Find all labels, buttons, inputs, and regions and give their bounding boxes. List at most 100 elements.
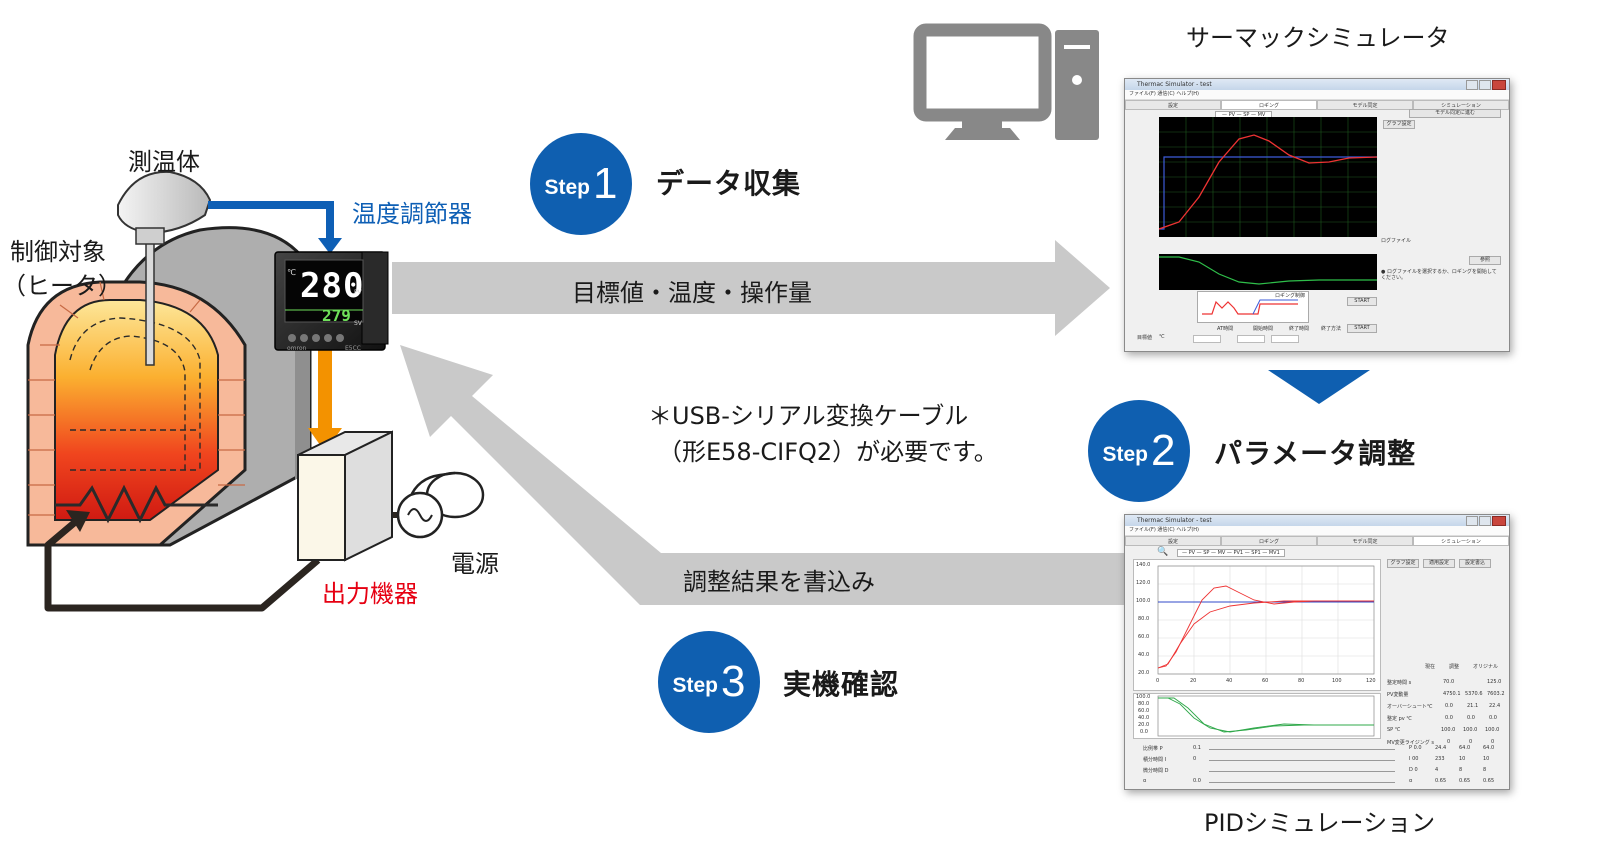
controller-label: 温度調節器: [352, 200, 472, 228]
field-end-method: 終了方法: [1321, 326, 1342, 332]
y-tick-3: 80.0: [1138, 616, 1150, 622]
furnace-chamber: [54, 299, 219, 521]
window2-title: Thermac Simulator - test: [1137, 517, 1212, 524]
window-menubar[interactable]: ファイル(F) 通信(C) ヘルプ(H): [1125, 90, 1509, 100]
x-tick-0: 0: [1156, 678, 1160, 684]
step3-title: 実機確認: [783, 668, 900, 701]
simulator-caption: サーマックシミュレータ: [1186, 24, 1450, 52]
start-time-input[interactable]: [1237, 335, 1265, 343]
zoom-icon[interactable]: 🔍: [1157, 547, 1169, 557]
temperature-controller: [274, 251, 389, 351]
y2-tick-5: 0.0: [1140, 729, 1148, 735]
logging-trend-chart: [1159, 117, 1377, 237]
setpoint-label: 目標値: [1137, 335, 1153, 341]
y-tick-2: 100.0: [1136, 598, 1151, 604]
field-at-time: AT時間: [1217, 326, 1234, 332]
write-settings-button[interactable]: 設定書込: [1459, 559, 1491, 568]
window2-tabs: 設定 ロギング モデル同定 シミュレーション: [1125, 536, 1509, 546]
results-table: 整定時間 s 70.0 125.0 PV変動量 4750.1 5370.6 76…: [1387, 677, 1505, 749]
step3-number: 3: [721, 657, 746, 706]
go-model-identification-button[interactable]: モデル同定に進む: [1409, 109, 1501, 118]
results-row: SP ℃ 100.0 100.0 100.0: [1387, 727, 1500, 733]
browse-button[interactable]: 参照: [1469, 256, 1501, 265]
results-row: 整定 pv ℃ 0.0 0.0 0.0: [1387, 715, 1497, 722]
p-slider[interactable]: [1209, 749, 1395, 750]
window2-controls[interactable]: [1466, 516, 1506, 526]
results-row: 整定時間 s 70.0 125.0: [1387, 679, 1502, 686]
table-head-original: オリジナル: [1473, 664, 1499, 670]
y-tick-4: 60.0: [1138, 634, 1150, 640]
d-slider[interactable]: [1209, 771, 1395, 772]
x-tick-4: 80: [1298, 678, 1305, 684]
logging-note: ● ログファイルを選択するか、ロギングを開始してください。: [1381, 269, 1497, 281]
sensor-head: [117, 170, 212, 235]
y-tick-6: 20.0: [1138, 670, 1150, 676]
step2-title: パラメータ調整: [1214, 437, 1417, 470]
window-tabs: 設定 ロギング モデル同定 シミュレーション: [1125, 100, 1509, 110]
window-controls[interactable]: [1466, 80, 1506, 90]
results-row: MV変更ライジング s 0 0 0: [1387, 739, 1495, 746]
arrow-to-controller: [400, 345, 1125, 605]
results-row: オーバーシュート℃ 0.0 21.1 22.4: [1387, 703, 1501, 710]
step3-word: Step: [672, 674, 719, 697]
tab-model-identification[interactable]: モデル同定: [1317, 100, 1413, 110]
target-label-line2: （ヒータ）: [2, 272, 122, 300]
i-slider[interactable]: [1209, 760, 1395, 761]
tab-logging[interactable]: ロギング: [1221, 100, 1317, 110]
end-time-input[interactable]: [1271, 335, 1299, 343]
simulator-window-simulation: Thermac Simulator - test ファイル(F) 通信(C) ヘ…: [1124, 514, 1510, 790]
step1-number: 1: [593, 159, 618, 208]
simulator-window-logging: Thermac Simulator - test ファイル(F) 通信(C) ヘ…: [1124, 78, 1510, 352]
field-end-time: 終了時間: [1289, 326, 1310, 332]
table-head-adjusted: 調整: [1449, 664, 1460, 670]
window-titlebar: Thermac Simulator - test: [1125, 79, 1509, 90]
target-label-line1: 制御対象: [10, 238, 106, 266]
setpoint-input[interactable]: [1193, 335, 1221, 343]
power-label: 電源: [451, 550, 499, 578]
start-button-2[interactable]: START: [1347, 324, 1377, 333]
table-head-current: 現在: [1425, 664, 1436, 670]
tab2-simulation[interactable]: シミュレーション: [1413, 536, 1509, 546]
arrow-to-pc: [392, 240, 1110, 336]
heater-wiring: [44, 515, 321, 612]
x-tick-6: 120: [1366, 678, 1376, 684]
sim-graph-settings-button[interactable]: グラフ設定: [1387, 559, 1419, 568]
step2-number: 2: [1151, 426, 1176, 475]
start-button[interactable]: START: [1347, 297, 1377, 306]
x-tick-2: 40: [1226, 678, 1233, 684]
sensor-label: 測温体: [128, 148, 200, 176]
controller-unit: ℃: [287, 268, 296, 277]
logging-control-label: ロギング制御: [1275, 293, 1306, 299]
x-tick-5: 100: [1332, 678, 1342, 684]
window-title: Thermac Simulator - test: [1137, 81, 1212, 88]
pid-row: 微分時間 D D 0 4 8 8: [1143, 767, 1487, 774]
output-device-label: 出力機器: [322, 580, 418, 608]
y-tick-1: 120.0: [1136, 580, 1151, 586]
logging-control-panel: [1197, 291, 1309, 323]
tab2-settings[interactable]: 設定: [1125, 536, 1221, 546]
tab-settings[interactable]: 設定: [1125, 100, 1221, 110]
results-row: PV変動量 4750.1 5370.6 7603.2: [1387, 691, 1505, 698]
graph-settings-button[interactable]: グラフ設定: [1383, 120, 1415, 129]
window2-menubar[interactable]: ファイル(F) 通信(C) ヘルプ(H): [1125, 526, 1509, 536]
alpha-slider[interactable]: [1209, 782, 1395, 783]
output-arrow: [318, 345, 332, 433]
sim-main-chart: 140.0 120.0 100.0 80.0 60.0 40.0 20.0 0 …: [1133, 559, 1381, 691]
sensor-wire: [208, 201, 334, 245]
log-file-label: ログファイル: [1381, 238, 1412, 244]
pid-row: 比例帯 P 0.1 P 0.0 24.4 64.0 64.0: [1143, 745, 1495, 752]
controller-sv-tag: SV: [354, 320, 362, 327]
y2-tick-2: 60.0: [1138, 708, 1150, 714]
y2-tick-0: 100.0: [1136, 694, 1151, 700]
tab2-model-identification[interactable]: モデル同定: [1317, 536, 1413, 546]
sim-chart-legend: — PV — SP — MV — PV1 — SP1 — MV1: [1177, 549, 1285, 557]
controller-brand: omron: [287, 345, 307, 352]
y2-tick-3: 40.0: [1138, 715, 1150, 721]
step1-word: Step: [544, 176, 591, 199]
apply-settings-button[interactable]: 適用設定: [1423, 559, 1455, 568]
tab2-logging[interactable]: ロギング: [1221, 536, 1317, 546]
